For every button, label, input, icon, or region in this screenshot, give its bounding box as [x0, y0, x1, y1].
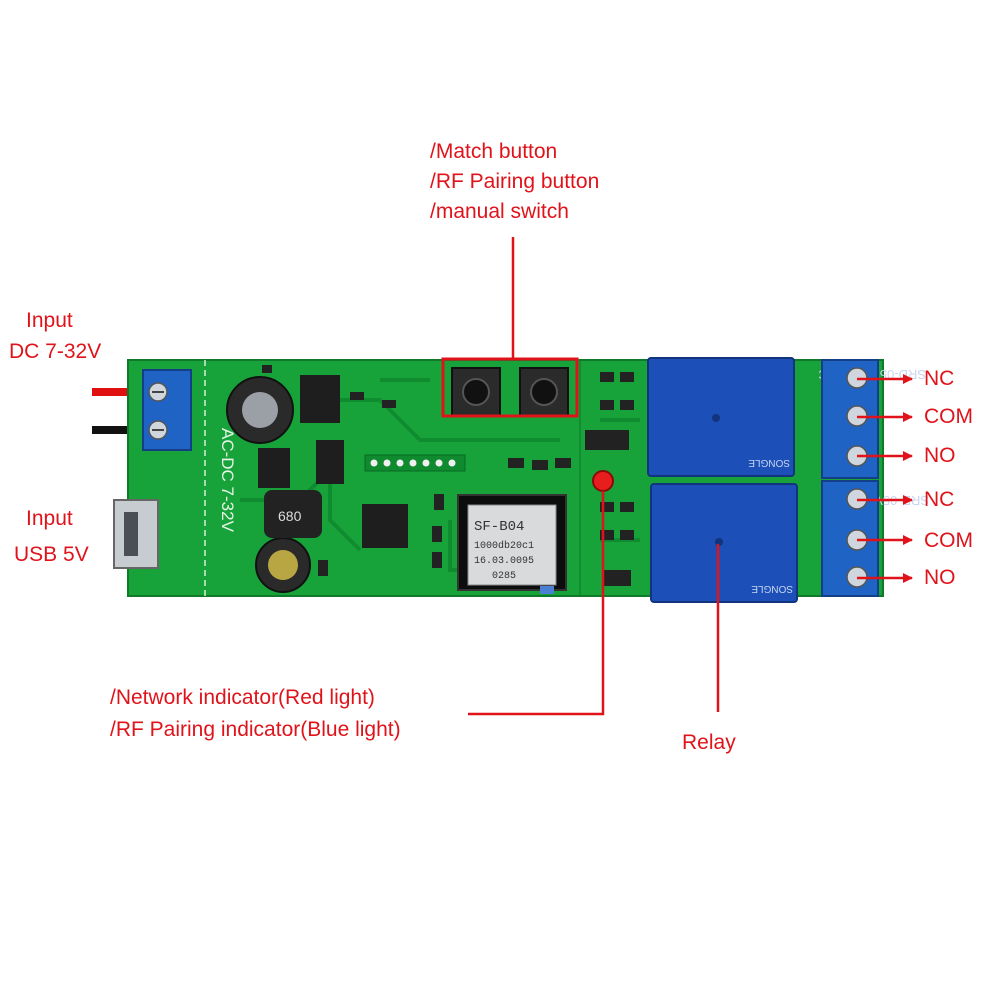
label-rf-pairing-button: /RF Pairing button — [430, 170, 600, 193]
label-relay: Relay — [682, 731, 736, 754]
label-network-indicator: /Network indicator(Red light) — [110, 686, 375, 709]
inductor-label: 680 — [278, 508, 302, 524]
ic-chip-1 — [300, 375, 340, 423]
regulator-chip — [362, 504, 408, 548]
relay-top — [647, 357, 795, 477]
label-input-usb-title: Input — [26, 507, 73, 530]
relay-bottom — [650, 483, 798, 603]
module-text-2: 1000db20c1 — [474, 540, 534, 552]
relay-top-brand: SONGLE — [748, 457, 790, 468]
ic-chip-3 — [316, 440, 344, 484]
label-nc-bottom: NC — [924, 488, 955, 511]
label-manual-switch: /manual switch — [430, 200, 569, 223]
label-com-bottom: COM — [924, 529, 973, 552]
label-input-usb-value: USB 5V — [14, 543, 89, 566]
label-no-top: NO — [924, 444, 956, 467]
dc-input-terminal — [142, 369, 192, 451]
label-rf-pairing-indicator: /RF Pairing indicator(Blue light) — [110, 718, 401, 741]
status-led — [592, 470, 614, 492]
module-text-1: SF-B04 — [474, 519, 524, 535]
label-nc-top: NC — [924, 367, 955, 390]
inductor — [264, 490, 322, 538]
button-highlight-box — [441, 357, 579, 418]
label-match-button: /Match button — [430, 140, 558, 163]
label-input-dc-title: Input — [26, 309, 73, 332]
relay-bottom-brand: SONGLE — [751, 583, 793, 594]
label-no-bottom: NO — [924, 566, 956, 589]
module-text-4: 0285 — [492, 571, 516, 582]
label-com-top: COM — [924, 405, 973, 428]
silkscreen-power: AC-DC 7-32V — [218, 428, 237, 533]
module-text-3: 16.03.0095 — [474, 556, 534, 567]
ic-chip-2 — [258, 448, 290, 488]
label-input-dc-value: DC 7-32V — [9, 340, 102, 363]
